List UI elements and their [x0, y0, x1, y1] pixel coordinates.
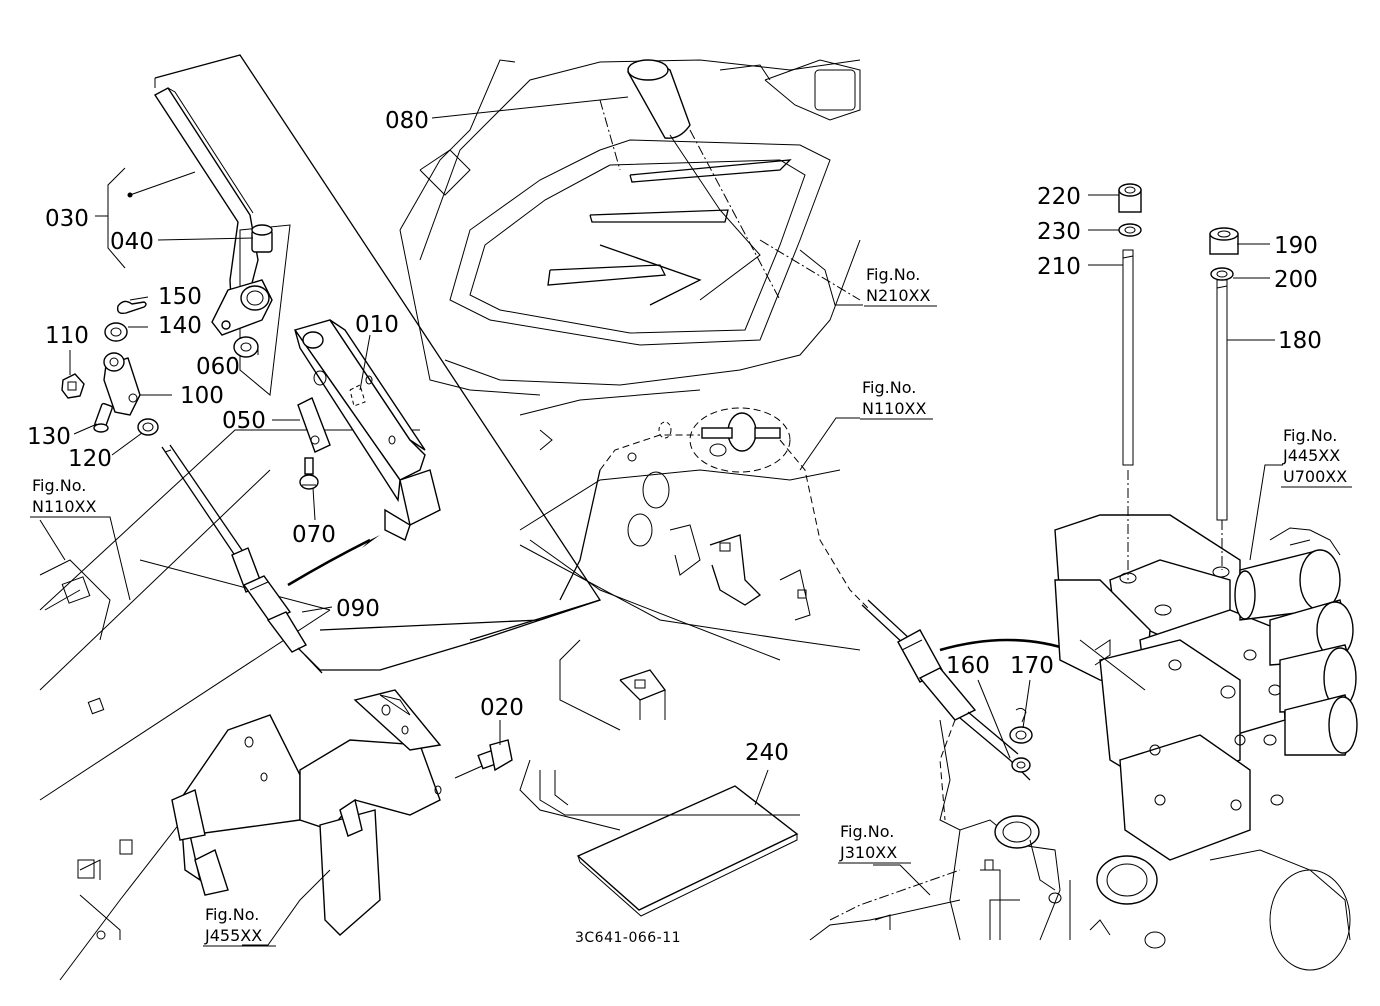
washer-230 [1118, 223, 1142, 237]
part-label-150: 150 [158, 284, 202, 310]
part-label-020: 020 [480, 695, 524, 721]
part-label-120: 120 [68, 446, 112, 472]
floor-frame-middle [519, 389, 861, 831]
right-floor-lines [809, 869, 961, 941]
fig-ref-label: Fig.No. [840, 822, 894, 841]
part-label-220: 220 [1037, 184, 1081, 210]
plate-050 [297, 397, 331, 453]
part-label-090: 090 [336, 596, 380, 622]
part-label-160: 160 [946, 653, 990, 679]
console-panel [39, 54, 602, 981]
transmission-housing [939, 719, 1351, 971]
nut-220 [1118, 183, 1142, 213]
part-label-210: 210 [1037, 254, 1081, 280]
washer-200 [1210, 267, 1234, 281]
cable-090 [161, 444, 601, 674]
washer-140 [104, 322, 128, 342]
fig-ref-label: Fig.No. [862, 378, 916, 397]
bracket-030-brace [95, 167, 126, 269]
joint-100 [103, 352, 141, 416]
figure-references: Fig.No. N210XX Fig.No. N110XX Fig.No. N1… [30, 265, 1352, 947]
stud-180 [1216, 279, 1228, 570]
fig-ref-label: Fig.No. [32, 476, 86, 495]
nut-110 [61, 373, 85, 399]
nut-190 [1209, 227, 1239, 255]
washer-060 [233, 336, 259, 358]
part-label-080: 080 [385, 108, 429, 134]
solenoids [1234, 527, 1358, 756]
part-label-170: 170 [1010, 653, 1054, 679]
part-number-labels: 080 030 040 150 140 110 010 060 100 050 … [27, 108, 1322, 766]
part-label-230: 230 [1037, 219, 1081, 245]
part-label-070: 070 [292, 522, 336, 548]
lever-knob-080 [627, 59, 761, 301]
part-label-180: 180 [1278, 328, 1322, 354]
part-label-130: 130 [27, 424, 71, 450]
part-label-100: 100 [180, 383, 224, 409]
part-label-200: 200 [1274, 267, 1318, 293]
lower-floor-lines [539, 770, 800, 816]
fig-ref-n110xx-left[interactable]: Fig.No. N110XX [30, 476, 103, 518]
valve-block [1054, 514, 1286, 861]
fig-ref-code: N110XX [862, 399, 926, 418]
fig-ref-code: J310XX [839, 843, 897, 862]
fig-ref-label: Fig.No. [866, 265, 920, 284]
part-label-140: 140 [158, 313, 202, 339]
cab-floor-outline [399, 59, 861, 396]
lever-arm [211, 279, 273, 336]
fig-ref-label: Fig.No. [1283, 426, 1337, 445]
part-label-030: 030 [45, 206, 89, 232]
nut-120 [137, 418, 159, 436]
part-label-010: 010 [355, 312, 399, 338]
part-label-050: 050 [222, 408, 266, 434]
leader-lines [30, 96, 1283, 946]
drawing-code: 3C641-066-11 [575, 930, 681, 946]
stud-210 [1122, 249, 1134, 580]
cable-end-right [861, 599, 1071, 781]
fig-ref-label: Fig.No. [205, 905, 259, 924]
fig-ref-code: J445XX [1282, 446, 1340, 465]
part-label-110: 110 [45, 323, 89, 349]
bushing-040 [251, 224, 273, 253]
part-label-040: 040 [110, 229, 154, 255]
fig-ref-code-2: U700XX [1283, 467, 1347, 486]
fig-ref-code: J455XX [204, 926, 262, 945]
fig-ref-n110xx-center[interactable]: Fig.No. N110XX [860, 378, 933, 420]
bracket-assembly-bottom-left [77, 689, 442, 940]
fig-ref-j445xx-u700xx[interactable]: Fig.No. J445XX U700XX [1281, 426, 1352, 488]
fig-ref-j455xx[interactable]: Fig.No. J455XX [203, 905, 276, 947]
bolt-070 [299, 457, 319, 490]
manual-240 [576, 785, 799, 917]
bolt-020 [454, 739, 513, 779]
fig-ref-n210xx[interactable]: Fig.No. N210XX [864, 265, 937, 307]
fig-ref-code: N110XX [32, 497, 96, 516]
cable-connector [559, 407, 871, 611]
fig-ref-j310xx[interactable]: Fig.No. J310XX [838, 822, 911, 864]
pin-130 [93, 402, 113, 433]
bracket-010 [293, 319, 441, 541]
clip-150 [116, 300, 147, 315]
fig-ref-code: N210XX [866, 286, 930, 305]
part-label-240: 240 [745, 740, 789, 766]
part-label-190: 190 [1274, 233, 1318, 259]
part-label-060: 060 [196, 354, 240, 380]
